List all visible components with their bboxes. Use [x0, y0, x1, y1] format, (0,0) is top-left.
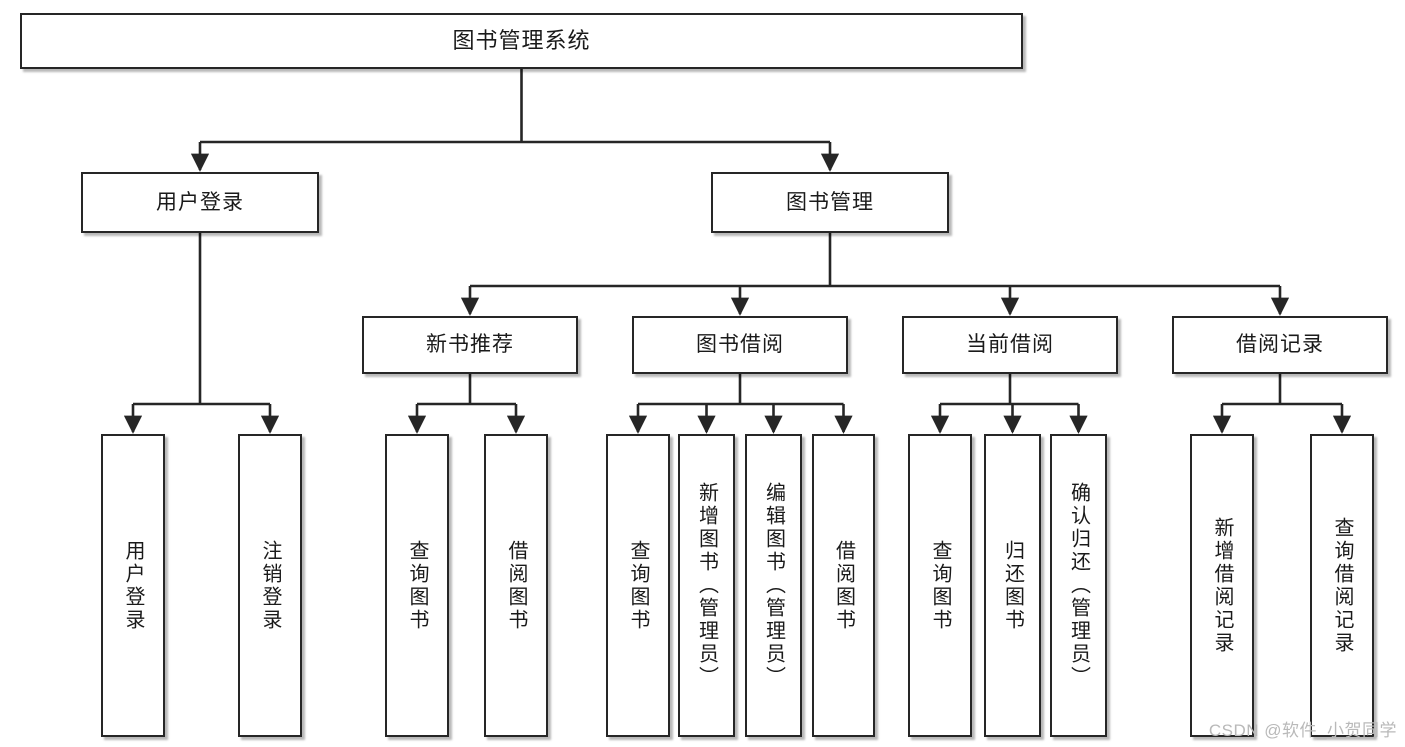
node-leaf-query-borrow-record[interactable]: 查询借阅记录 — [1310, 434, 1374, 737]
node-leaf-borrow-book-b[interactable]: 借阅图书 — [812, 434, 875, 737]
node-leaf-edit-book-label: 编辑图书（管理员） — [762, 482, 785, 689]
node-leaf-logout-label: 注销登录 — [259, 539, 281, 632]
node-user-login[interactable]: 用户登录 — [81, 172, 319, 233]
node-book-borrow[interactable]: 图书借阅 — [632, 316, 848, 374]
node-leaf-query-book-a[interactable]: 查询图书 — [385, 434, 449, 737]
node-leaf-add-book[interactable]: 新增图书（管理员） — [678, 434, 735, 737]
node-borrow-record[interactable]: 借阅记录 — [1172, 316, 1388, 374]
node-leaf-query-book-b[interactable]: 查询图书 — [606, 434, 670, 737]
node-leaf-edit-book[interactable]: 编辑图书（管理员） — [745, 434, 802, 737]
node-leaf-borrow-book-b-label: 借阅图书 — [832, 539, 855, 632]
node-leaf-return-book[interactable]: 归还图书 — [984, 434, 1041, 737]
node-leaf-query-book-b-label: 查询图书 — [627, 539, 649, 632]
node-book-borrow-label: 图书借阅 — [696, 333, 784, 357]
node-leaf-logout[interactable]: 注销登录 — [238, 434, 302, 737]
node-current-borrow[interactable]: 当前借阅 — [902, 316, 1118, 374]
node-book-management[interactable]: 图书管理 — [711, 172, 949, 233]
node-leaf-user-login-label: 用户登录 — [122, 539, 144, 632]
node-current-borrow-label: 当前借阅 — [966, 333, 1054, 357]
node-leaf-query-borrow-record-label: 查询借阅记录 — [1331, 516, 1353, 655]
node-leaf-borrow-book-a[interactable]: 借阅图书 — [484, 434, 548, 737]
node-leaf-query-book-c[interactable]: 查询图书 — [908, 434, 972, 737]
node-leaf-add-borrow-record-label: 新增借阅记录 — [1211, 516, 1233, 655]
node-leaf-add-book-label: 新增图书（管理员） — [695, 482, 718, 689]
node-leaf-query-book-a-label: 查询图书 — [406, 539, 428, 632]
node-new-book-recommendation[interactable]: 新书推荐 — [362, 316, 578, 374]
node-leaf-add-borrow-record[interactable]: 新增借阅记录 — [1190, 434, 1254, 737]
node-leaf-confirm-return[interactable]: 确认归还（管理员） — [1050, 434, 1107, 737]
node-leaf-return-book-label: 归还图书 — [1001, 539, 1024, 632]
node-leaf-confirm-return-label: 确认归还（管理员） — [1067, 482, 1090, 689]
node-leaf-borrow-book-a-label: 借阅图书 — [505, 539, 527, 632]
node-root-label: 图书管理系统 — [452, 27, 591, 53]
node-new-book-recommendation-label: 新书推荐 — [426, 333, 514, 357]
node-leaf-user-login[interactable]: 用户登录 — [101, 434, 165, 737]
node-borrow-record-label: 借阅记录 — [1236, 333, 1324, 357]
node-user-login-label: 用户登录 — [156, 190, 244, 214]
node-book-management-label: 图书管理 — [786, 190, 874, 214]
node-leaf-query-book-c-label: 查询图书 — [929, 539, 951, 632]
node-root[interactable]: 图书管理系统 — [20, 13, 1023, 69]
csdn-watermark: CSDN @软件_小贺同学 — [1208, 721, 1397, 740]
